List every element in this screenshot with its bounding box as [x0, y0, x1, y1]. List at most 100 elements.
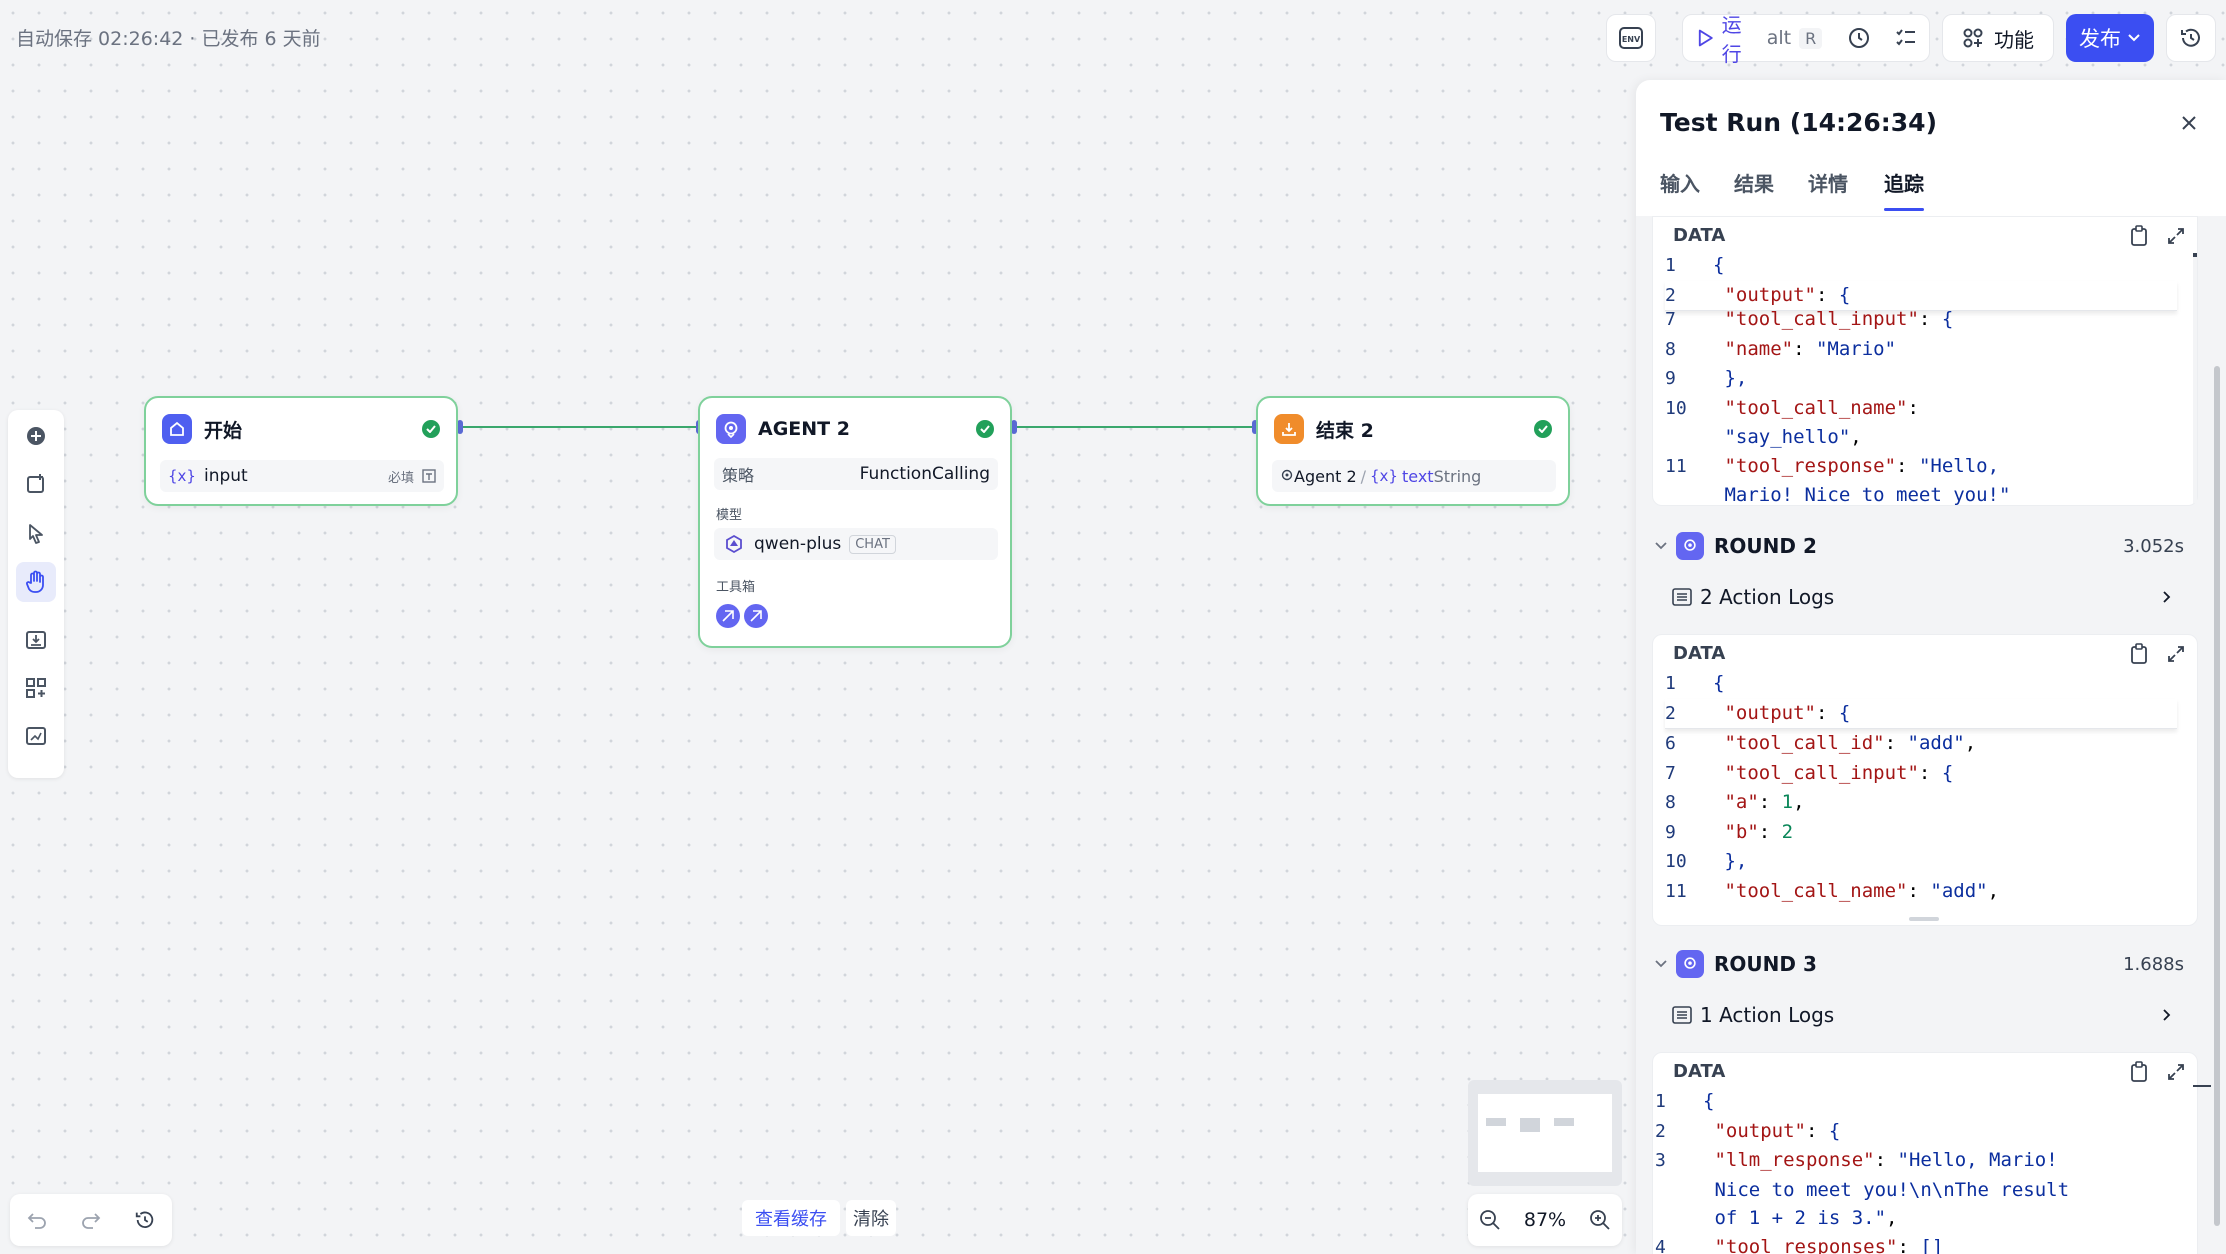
env-button[interactable]: ENV	[1606, 14, 1656, 62]
end-node[interactable]: 结束 2 Agent 2 / {x} text String	[1256, 396, 1570, 506]
agent-icon	[1676, 950, 1704, 978]
minimap-icon	[26, 727, 46, 745]
strategy-label: 策略	[722, 466, 755, 485]
expand-icon[interactable]	[2167, 1063, 2185, 1081]
code-scrollbar[interactable]	[2193, 1085, 2211, 1087]
variable-icon: {x}	[168, 467, 196, 485]
view-cache-button[interactable]: 查看缓存	[742, 1200, 840, 1236]
success-check-icon	[1534, 420, 1552, 438]
export-image-button[interactable]	[16, 620, 56, 660]
strategy-value: FunctionCalling	[859, 464, 990, 484]
zoom-out-icon[interactable]	[1479, 1209, 1501, 1231]
action-logs-row[interactable]: 1 Action Logs	[1654, 990, 2190, 1040]
ref-variable-type: String	[1433, 466, 1482, 486]
start-variable-name: input	[203, 466, 248, 486]
tool-icon[interactable]	[716, 604, 740, 628]
env-icon: ENV	[1607, 15, 1655, 61]
apps-icon	[1963, 28, 1983, 48]
features-label: 功能	[1994, 27, 2034, 52]
start-node[interactable]: 开始 {x} input 必填	[144, 396, 458, 506]
hand-mode-button[interactable]	[16, 562, 56, 602]
minimap-toggle-button[interactable]	[16, 716, 56, 756]
agent-node-header: AGENT 2	[716, 414, 850, 444]
minimap-viewport[interactable]	[1478, 1094, 1612, 1172]
minimap[interactable]	[1468, 1080, 1622, 1186]
text-field-icon	[422, 469, 436, 483]
zoom-level[interactable]: 87%	[1523, 1209, 1567, 1231]
ref-node-name: Agent 2	[1294, 466, 1357, 486]
home-icon	[162, 414, 192, 444]
code-scrollbar[interactable]	[2193, 253, 2197, 503]
tab-result[interactable]: 结果	[1734, 172, 1774, 196]
start-variable-row[interactable]: {x} input 必填	[160, 460, 444, 492]
copy-icon[interactable]	[2129, 225, 2149, 247]
action-logs-label: 1 Action Logs	[1700, 1003, 1835, 1027]
tab-detail[interactable]: 详情	[1808, 172, 1848, 196]
redo-icon[interactable]	[80, 1210, 102, 1230]
edge-start-agent	[460, 426, 700, 428]
end-icon	[1274, 414, 1304, 444]
expand-icon[interactable]	[2167, 645, 2185, 663]
round-3-header[interactable]: ROUND 3 1.688s	[1652, 938, 2198, 990]
tab-trace[interactable]: 追踪	[1884, 172, 1924, 196]
cursor-icon	[29, 524, 43, 544]
list-icon	[1672, 588, 1692, 606]
agent-ref-icon	[1281, 469, 1293, 481]
clear-cache-button[interactable]: 清除	[846, 1200, 896, 1236]
run-button[interactable]: 运行 alt R	[1683, 13, 1836, 66]
action-logs-label: 2 Action Logs	[1700, 585, 1835, 609]
panel-scrollbar[interactable]	[2212, 216, 2222, 1254]
play-icon	[1698, 29, 1713, 47]
expand-icon[interactable]	[2167, 227, 2185, 245]
agent-icon	[1676, 532, 1704, 560]
svg-text:ENV: ENV	[1622, 35, 1641, 44]
start-output-port[interactable]	[457, 420, 463, 434]
history-icon	[2167, 15, 2215, 61]
code-view: 1{ 2 "output": { 6 "tool_call_id": "add"…	[1665, 669, 2177, 906]
pointer-mode-button[interactable]	[16, 514, 56, 554]
undo-icon[interactable]	[26, 1210, 48, 1230]
minimap-node	[1520, 1118, 1540, 1132]
tab-input[interactable]: 输入	[1660, 172, 1700, 196]
features-button[interactable]: 功能	[1942, 14, 2054, 62]
checklist-button[interactable]	[1883, 15, 1929, 61]
close-icon[interactable]	[2176, 110, 2202, 136]
run-shortcut-key: R	[1799, 27, 1823, 49]
zoom-in-icon[interactable]	[1589, 1209, 1611, 1231]
organize-nodes-button[interactable]	[16, 668, 56, 708]
autosave-status: 自动保存 02:26:42 · 已发布 6 天前	[16, 28, 321, 50]
model-label: 模型	[716, 508, 743, 523]
version-history-button[interactable]	[2166, 14, 2216, 62]
publish-button[interactable]: 发布	[2066, 14, 2154, 62]
tool-icon[interactable]	[744, 604, 768, 628]
list-icon	[1672, 1006, 1692, 1024]
publish-label: 发布	[2079, 27, 2121, 51]
run-toolbar: 运行 alt R	[1682, 13, 1930, 66]
card-resize-handle[interactable]	[1909, 917, 1939, 921]
copy-icon[interactable]	[2129, 1061, 2149, 1083]
history-icon[interactable]	[134, 1209, 156, 1231]
agent-node-title: AGENT 2	[758, 418, 850, 440]
model-type-badge: CHAT	[849, 534, 896, 554]
data-card: DATA 1{ 2 "output": { 6 "tool_call_id": …	[1652, 634, 2198, 926]
test-run-panel: Test Run (14:26:34) 输入 结果 详情 追踪 DATA 1{ …	[1636, 80, 2226, 1254]
ref-variable-name: text	[1401, 466, 1434, 486]
copy-icon[interactable]	[2129, 643, 2149, 665]
round-2-header[interactable]: ROUND 2 3.052s	[1652, 520, 2198, 572]
agent-output-port[interactable]	[1011, 420, 1017, 434]
add-note-button[interactable]	[16, 464, 56, 504]
end-output-ref[interactable]: Agent 2 / {x} text String	[1272, 460, 1556, 492]
action-logs-row[interactable]: 2 Action Logs	[1654, 572, 2190, 622]
agent-model-row[interactable]: qwen-plus CHAT	[714, 528, 998, 560]
trace-scroll-area[interactable]: DATA 1{ 2 "output": { 7 "tool_call_input…	[1636, 216, 2226, 1254]
end-input-port[interactable]	[1252, 420, 1258, 434]
image-export-icon	[26, 631, 46, 649]
chevron-down-icon	[2128, 34, 2140, 42]
test-history-button[interactable]	[1836, 15, 1882, 61]
run-shortcut-mod: alt	[1766, 27, 1792, 49]
minimap-node	[1486, 1118, 1506, 1126]
agent-node[interactable]: AGENT 2 策略 FunctionCalling 模型 qwen-plus …	[698, 396, 1012, 648]
panel-scrollbar-thumb[interactable]	[2214, 366, 2220, 1226]
ref-separator: /	[1360, 466, 1367, 486]
add-node-button[interactable]	[16, 416, 56, 456]
